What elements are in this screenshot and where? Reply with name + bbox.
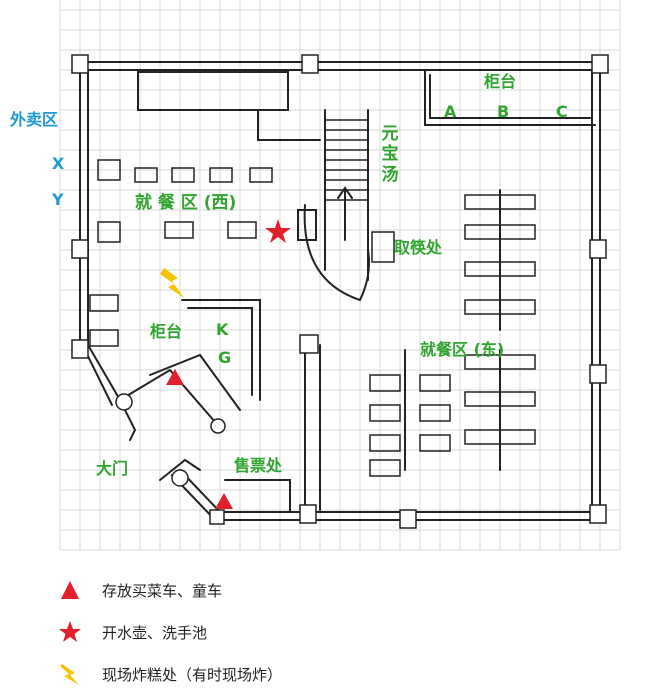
wall-entrance-left	[79, 339, 223, 431]
table	[464, 194, 536, 210]
stair-steps	[324, 119, 369, 201]
wall-outer-bottom	[299, 511, 601, 521]
table	[369, 459, 401, 477]
legend-star-text: 开水壶、洗手池	[102, 623, 208, 642]
table	[171, 167, 195, 183]
wall-outer-right	[591, 61, 601, 521]
stair-arrow	[337, 186, 353, 241]
table	[97, 221, 121, 243]
triangle-marker-ticket	[215, 493, 233, 509]
triangle-icon	[61, 581, 79, 599]
lightning-marker	[160, 268, 184, 298]
table	[369, 404, 401, 422]
column	[299, 504, 317, 524]
star-marker	[265, 219, 291, 243]
table	[419, 404, 451, 422]
counter-top-right	[424, 69, 596, 126]
legend-lightning-text: 现场炸糕处（有时现场炸）	[102, 665, 283, 684]
wall-entrance-inner	[149, 353, 241, 411]
column	[589, 504, 607, 524]
table	[464, 224, 536, 240]
column	[71, 54, 89, 74]
column	[299, 334, 319, 354]
legend-item-triangle: 存放买菜车、童车	[58, 578, 222, 602]
label-counter-item-a: A	[444, 102, 457, 121]
counter-left	[181, 299, 261, 401]
label-ticket-office: 售票处	[234, 456, 283, 475]
table	[249, 167, 273, 183]
label-counter-left: 柜台	[150, 322, 183, 341]
label-dining-east: 就餐区 (东)	[420, 340, 505, 359]
table	[209, 167, 233, 183]
tables	[89, 159, 536, 477]
stair-post	[297, 209, 317, 241]
columns	[71, 54, 609, 529]
markers	[160, 219, 291, 509]
label-main-door: 大门	[96, 459, 129, 478]
label-yuanbao-soup: 元宝汤	[381, 124, 399, 185]
legend-item-star: 开水壶、洗手池	[58, 620, 207, 644]
table	[464, 261, 536, 277]
label-counter-item-b: B	[497, 102, 510, 121]
table	[464, 429, 536, 445]
table	[164, 221, 194, 239]
legend-triangle-text: 存放买菜车、童车	[102, 581, 223, 600]
table	[369, 434, 401, 452]
label-chopsticks: 取筷处	[394, 238, 443, 257]
table	[134, 167, 158, 183]
column	[115, 393, 133, 411]
column	[399, 509, 417, 529]
wall-inner-top-left	[257, 109, 321, 141]
door-left-swing	[124, 409, 137, 441]
label-counter-top: 柜台	[484, 72, 517, 91]
column	[591, 54, 609, 74]
column	[210, 418, 226, 434]
wall-lower	[171, 469, 301, 521]
grid-paper	[59, 0, 621, 551]
table	[227, 221, 257, 239]
table	[369, 374, 401, 392]
lightning-icon	[60, 664, 79, 685]
table	[464, 354, 536, 370]
walls	[79, 61, 601, 521]
column	[589, 239, 607, 259]
column	[209, 509, 225, 525]
table	[419, 434, 451, 452]
floor-plan	[59, 0, 621, 551]
table	[371, 231, 395, 263]
wall-outer-left	[79, 61, 89, 346]
wall-outer-top	[79, 61, 601, 71]
divider-wall	[304, 339, 321, 516]
label-counter-item-k: K	[216, 320, 229, 339]
label-takeaway-x: X	[52, 154, 65, 173]
table	[89, 329, 119, 347]
table	[89, 294, 119, 312]
table	[464, 391, 536, 407]
label-takeaway-y: Y	[52, 190, 64, 209]
stair-rails	[324, 109, 369, 281]
label-takeaway: 外卖区	[10, 110, 59, 129]
label-counter-item-c: C	[556, 102, 568, 121]
column	[589, 364, 607, 384]
column	[171, 469, 189, 487]
legend-item-lightning: 现场炸糕处（有时现场炸）	[58, 662, 282, 686]
triangle-marker-counter	[166, 369, 184, 385]
column	[71, 239, 89, 259]
star-icon	[59, 621, 81, 642]
counter-box-top-left	[137, 71, 289, 111]
column	[301, 54, 319, 74]
stair-curve	[303, 204, 370, 302]
table	[97, 159, 121, 181]
table	[464, 299, 536, 315]
column	[71, 339, 89, 359]
label-dining-west: 就 餐 区 (西)	[135, 193, 237, 213]
ticket-booth	[224, 479, 291, 513]
label-counter-item-g: G	[218, 348, 232, 367]
table	[419, 374, 451, 392]
door-main-swing	[159, 458, 201, 481]
